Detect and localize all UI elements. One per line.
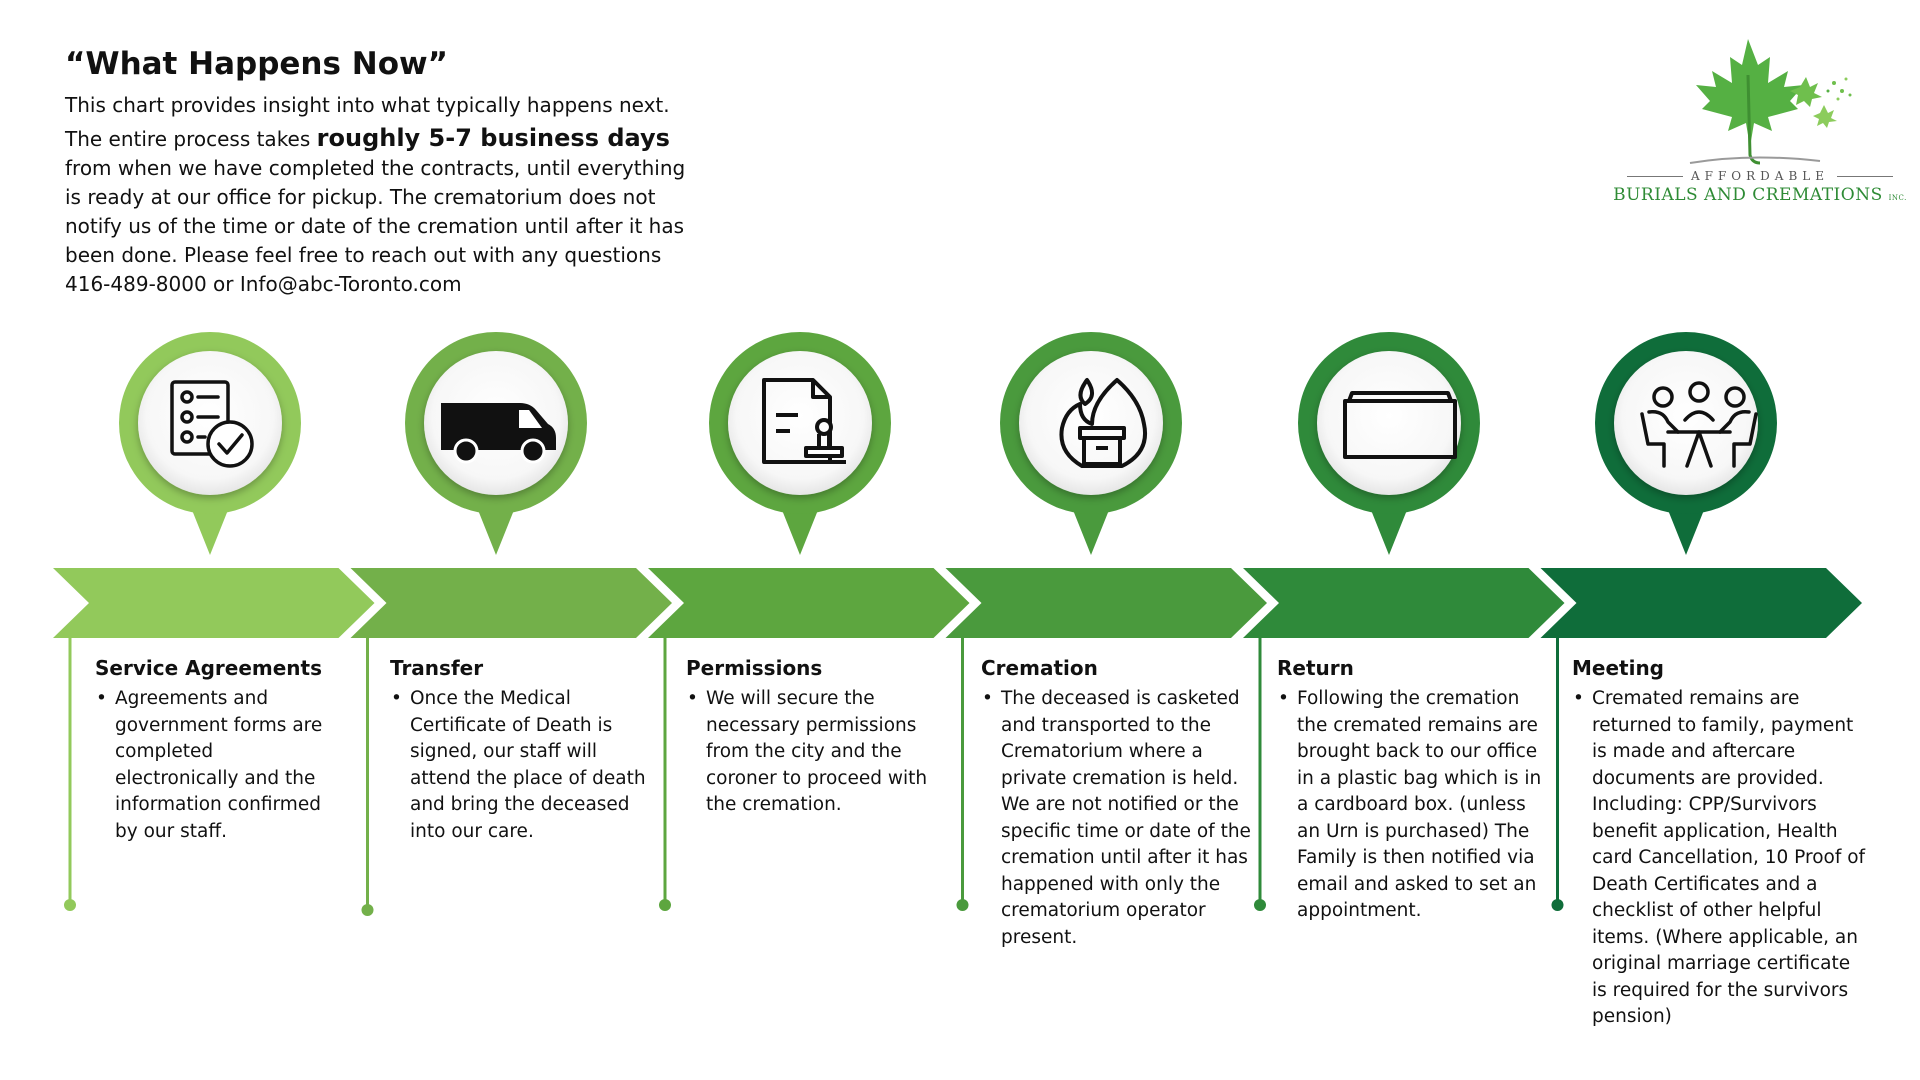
box-icon	[1343, 391, 1457, 459]
company-logo: AFFORDABLE BURIALS AND CREMATIONS INC.	[1610, 35, 1910, 215]
logo-tagline: AFFORDABLE	[1610, 169, 1910, 183]
intro-body: The entire process takes roughly 5-7 bus…	[65, 124, 705, 299]
guide-dot-meeting	[1551, 899, 1564, 911]
step-list-cremation: The deceased is casketed and transported…	[981, 686, 1256, 951]
timeline-guides	[64, 638, 1564, 916]
timeline-arrow-cremation	[945, 568, 1267, 638]
guide-dot-cremation	[956, 899, 969, 911]
step-title-cremation: Cremation	[981, 656, 1098, 680]
timeline-pins	[119, 332, 1777, 555]
guide-dot-permissions	[659, 899, 671, 911]
intro-body-rest: from when we have completed the contract…	[65, 156, 686, 296]
maple-leaf-icon	[1689, 39, 1852, 165]
pin-meeting	[1595, 332, 1777, 555]
step-list-service-agreements: Agreements and government forms are comp…	[95, 686, 340, 845]
step-text-transfer: Once the Medical Certificate of Death is…	[391, 686, 650, 845]
guide-dot-transfer	[361, 904, 374, 916]
logo-wordmark-text: BURIALS AND CREMATIONS	[1613, 185, 1883, 205]
step-list-transfer: Once the Medical Certificate of Death is…	[390, 686, 650, 845]
intro-duration: roughly 5-7 business days	[316, 124, 670, 152]
step-title-transfer: Transfer	[390, 656, 484, 680]
intro-lead: This chart provides insight into what ty…	[65, 93, 670, 117]
flame-box-icon	[1059, 378, 1147, 468]
step-text-cremation: The deceased is casketed and transported…	[982, 686, 1256, 951]
timeline-arrow-return	[1243, 568, 1565, 638]
van-icon	[441, 403, 556, 464]
step-list-permissions: We will secure the necessary permissions…	[686, 686, 946, 819]
step-title-meeting: Meeting	[1572, 656, 1665, 680]
pin-disc-service-agreements	[138, 351, 282, 495]
timeline-arrows	[53, 568, 1862, 638]
timeline-arrow-service-agreements	[53, 568, 375, 638]
meeting-table-icon	[1640, 381, 1758, 468]
pin-disc-return	[1317, 351, 1461, 495]
intro-body-start: The entire process takes	[65, 127, 311, 151]
step-text-return: Following the cremation the cremated rem…	[1278, 686, 1547, 925]
guide-dot-service-agreements	[64, 899, 76, 911]
guide-dot-return	[1254, 899, 1266, 911]
checklist-icon	[170, 380, 254, 468]
step-list-meeting: Cremated remains are returned to family,…	[1572, 686, 1867, 1031]
stamped-document-icon	[762, 378, 846, 464]
intro-block: “What Happens Now” This chart provides i…	[65, 45, 705, 299]
pin-disc-meeting	[1614, 351, 1758, 495]
step-text-permissions: We will secure the necessary permissions…	[687, 686, 946, 819]
step-text-service-agreements: Agreements and government forms are comp…	[96, 686, 340, 845]
pin-permissions	[709, 332, 891, 555]
timeline-arrow-transfer	[350, 568, 672, 638]
step-list-return: Following the cremation the cremated rem…	[1277, 686, 1547, 925]
step-title-service-agreements: Service Agreements	[95, 656, 323, 680]
step-text-meeting: Cremated remains are returned to family,…	[1573, 686, 1867, 1031]
logo-wordmark: BURIALS AND CREMATIONS INC.	[1610, 185, 1910, 205]
timeline-arrow-permissions	[648, 568, 970, 638]
pin-disc-permissions	[728, 351, 872, 495]
pin-cremation	[1000, 332, 1182, 555]
page-title: “What Happens Now”	[65, 46, 449, 82]
timeline-arrow-meeting	[1540, 568, 1862, 638]
logo-suffix: INC.	[1888, 194, 1907, 202]
step-title-permissions: Permissions	[686, 656, 823, 680]
pin-return	[1298, 332, 1480, 555]
step-title-return: Return	[1277, 656, 1354, 680]
